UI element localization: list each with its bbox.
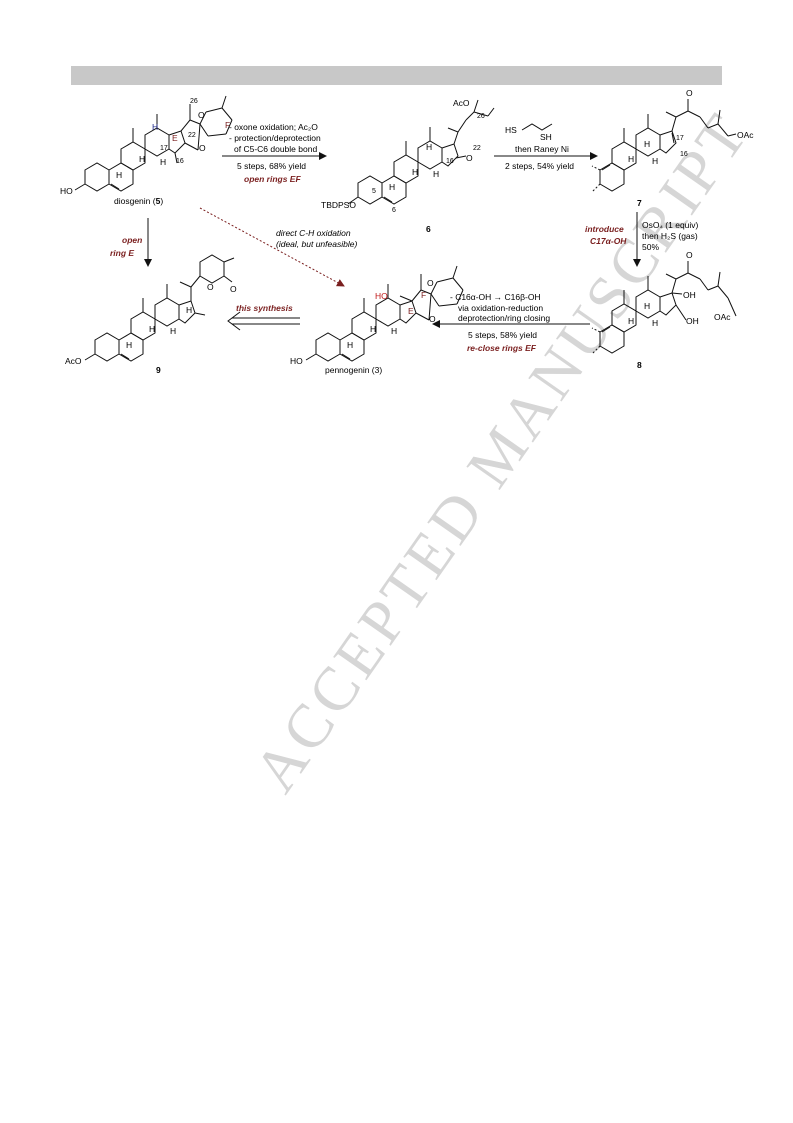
- step1-line3: of C5-C6 double bond: [234, 144, 317, 154]
- c8-h1-label: H: [628, 316, 634, 326]
- diosgenin-c16-label: 16: [176, 158, 184, 165]
- c7-oac-label: OAc: [737, 130, 754, 140]
- c9-aco-label: AcO: [65, 356, 82, 366]
- c8-oh1-label: OH: [683, 290, 696, 300]
- c6-c26-label: 26: [477, 113, 485, 120]
- pennogenin-ho-label: HO: [290, 356, 303, 366]
- step3-line2: then H₂S (gas): [642, 231, 698, 241]
- step4-line2: via oxidation-reduction: [458, 303, 543, 313]
- pennogenin-o2-label: O: [429, 314, 436, 324]
- open-e-line1: open: [122, 235, 142, 245]
- c7-h1-label: H: [628, 154, 634, 164]
- diosgenin-ho-label: HO: [60, 186, 73, 196]
- c8-h3-label: H: [644, 301, 650, 311]
- step3-note2: C17α-OH: [590, 236, 627, 246]
- step4-note: re-close rings EF: [467, 343, 537, 353]
- diosgenin-h3-label: H: [160, 157, 166, 167]
- diosgenin-o1-label: O: [198, 110, 205, 120]
- diosgenin-c26-label: 26: [190, 98, 198, 105]
- direct-line2: (ideal, but unfeasible): [276, 239, 357, 249]
- step2-line1: then Raney Ni: [515, 144, 569, 154]
- diosgenin-h2-label: H: [116, 170, 122, 180]
- diosgenin-c22-label: 22: [188, 132, 196, 139]
- c6-c5-label: 5: [372, 188, 376, 195]
- c8-oh2-label: OH: [686, 316, 699, 326]
- c9-o1-label: O: [207, 282, 214, 292]
- c6-c16-label: 16: [446, 158, 454, 165]
- step3-line1: OsO₄ (1 equiv): [642, 220, 699, 230]
- compound-7-number: 7: [637, 198, 642, 208]
- step4-line1: - C16α-OH → C16β-OH: [450, 292, 541, 302]
- diosgenin-ring-f-label: F: [225, 120, 230, 130]
- compound-9-structure: [84, 254, 235, 362]
- step4-line3: deprotection/ring closing: [458, 313, 550, 323]
- pennogenin-o1-label: O: [427, 278, 434, 288]
- synthesis-scheme: HO 26 O O F E H 22 17 16 H H H diosgenin…: [60, 88, 754, 375]
- diosgenin-h1-label: H: [139, 154, 145, 164]
- c7-c16-label: 16: [680, 151, 688, 158]
- compound-7-structure: [591, 99, 737, 193]
- pennogenin-name: pennogenin (3): [325, 365, 382, 375]
- header-bar: [71, 66, 722, 85]
- c6-aco-label: AcO: [453, 98, 470, 108]
- pennogenin-h2-label: H: [347, 340, 353, 350]
- ethanedithiol-structure: [521, 123, 553, 131]
- diosgenin-o2-label: O: [199, 143, 206, 153]
- c6-h1-label: H: [412, 167, 418, 177]
- diosgenin-structure: [74, 95, 233, 192]
- arrow-this-synthesis: [227, 311, 300, 331]
- c6-c22-label: 22: [473, 145, 481, 152]
- pennogenin-h3-label: H: [391, 326, 397, 336]
- compound-8-number: 8: [637, 360, 642, 370]
- c7-c17-label: 17: [676, 135, 684, 142]
- c9-h2-label: H: [126, 340, 132, 350]
- step1-note: open rings EF: [244, 174, 301, 184]
- compound-6-number: 6: [426, 224, 431, 234]
- step1-yield: 5 steps, 68% yield: [237, 161, 306, 171]
- diosgenin-ring-e-label: E: [172, 133, 178, 143]
- this-synthesis-label: this synthesis: [236, 303, 293, 313]
- step3-line3: 50%: [642, 242, 659, 252]
- c7-h3-label: H: [644, 139, 650, 149]
- step2-yield: 2 steps, 54% yield: [505, 161, 574, 171]
- direct-line1: direct C-H oxidation: [276, 228, 351, 238]
- c6-o-label: O: [466, 153, 473, 163]
- step2-sh-label: SH: [540, 132, 552, 142]
- c7-h2-label: H: [652, 156, 658, 166]
- open-e-line2: ring E: [110, 248, 134, 258]
- pennogenin-ring-e-label: E: [408, 306, 414, 316]
- step4-yield: 5 steps, 58% yield: [468, 330, 537, 340]
- arrow-direct-oxidation: [199, 207, 345, 287]
- diosgenin-h-blue-label: H: [152, 122, 158, 132]
- c6-h4-label: H: [426, 142, 432, 152]
- c9-o2-label: O: [230, 284, 237, 294]
- c8-h2-label: H: [652, 318, 658, 328]
- c6-tbdpso-label: TBDPSO: [321, 200, 356, 210]
- c9-h3-label: H: [170, 326, 176, 336]
- c9-h4-label: H: [186, 305, 192, 315]
- c8-o-label: O: [686, 250, 693, 260]
- step3-note1: introduce: [585, 224, 624, 234]
- c7-o-label: O: [686, 88, 693, 98]
- step1-line2: - protection/deprotection: [229, 133, 321, 143]
- step1-line1: - oxone oxidation; Ac₂O: [229, 122, 318, 132]
- pennogenin-ho-red-label: HO: [375, 291, 388, 301]
- step2-hs-label: HS: [505, 125, 517, 135]
- c6-c6-label: 6: [392, 207, 396, 214]
- diosgenin-name: diosgenin (5): [114, 196, 163, 206]
- c6-h3-label: H: [433, 169, 439, 179]
- c9-h1-label: H: [149, 324, 155, 334]
- compound-9-number: 9: [156, 365, 161, 375]
- c8-oac-label: OAc: [714, 312, 731, 322]
- diosgenin-c17-label: 17: [160, 145, 168, 152]
- pennogenin-structure: [305, 265, 464, 362]
- c6-h2-label: H: [389, 182, 395, 192]
- compound-6-structure: [347, 99, 495, 205]
- pennogenin-h1-label: H: [370, 324, 376, 334]
- compound-8-structure: [591, 261, 737, 355]
- pennogenin-ring-f-label: F: [421, 290, 426, 300]
